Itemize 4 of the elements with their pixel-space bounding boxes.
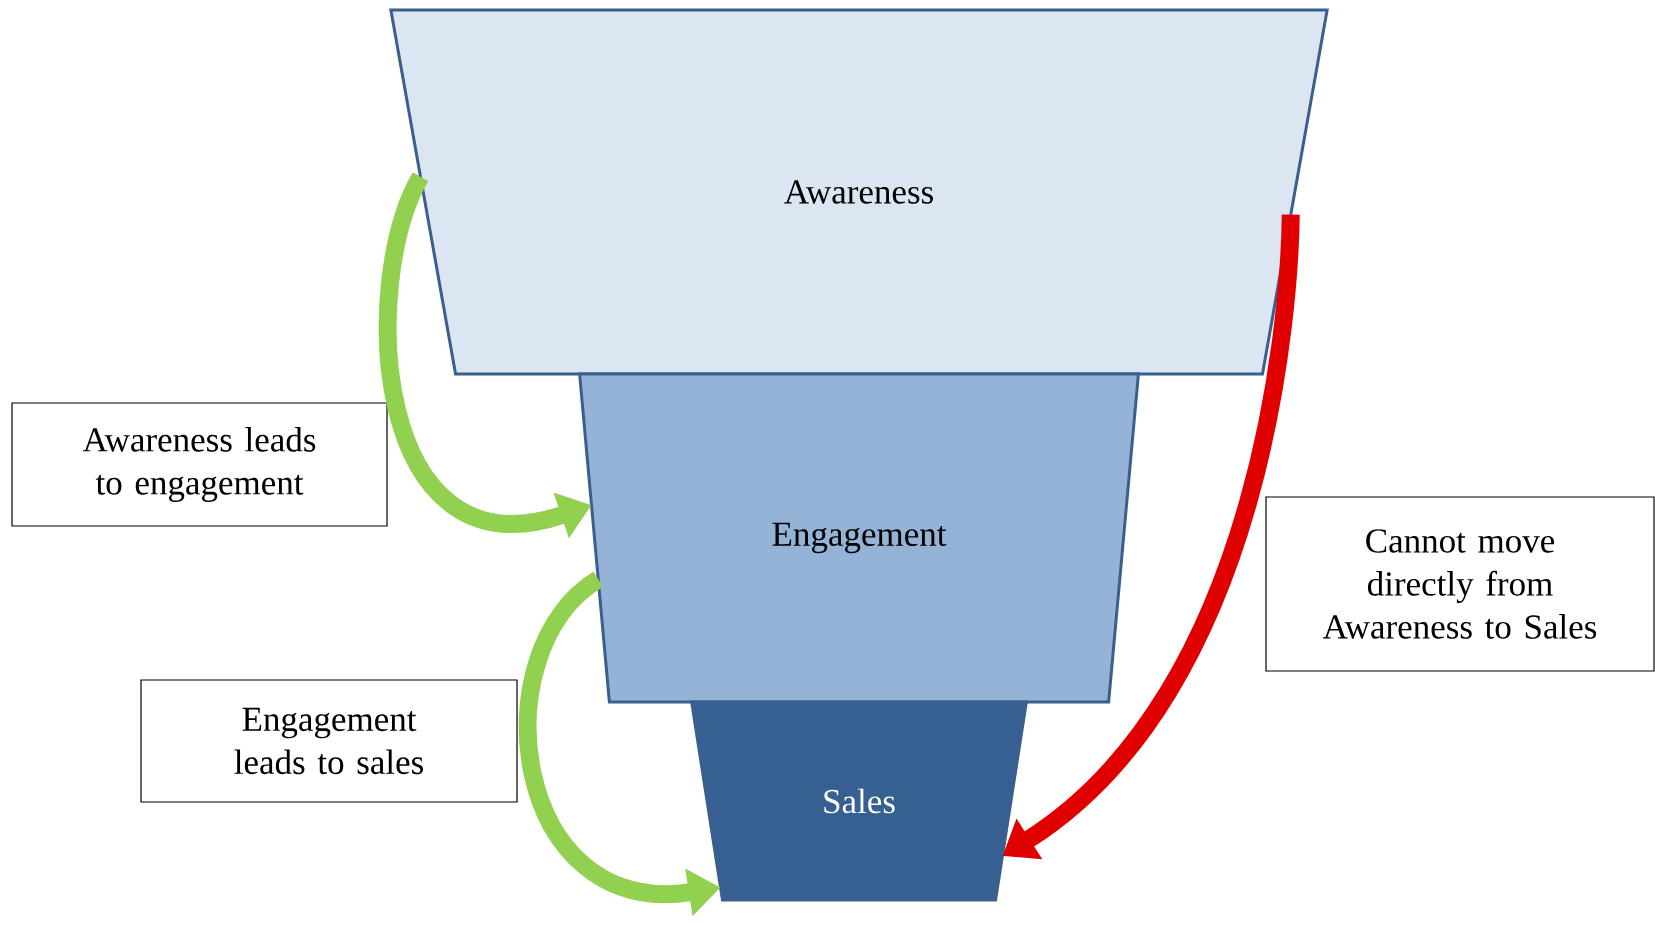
text-box: Cannot move directly from Awareness to Sales	[1265, 496, 1655, 672]
text-box: Engagement leads to sales	[140, 679, 518, 803]
funnel-section: Awareness	[389, 8, 1329, 376]
text-box: Awareness leads to engagement	[11, 402, 388, 527]
